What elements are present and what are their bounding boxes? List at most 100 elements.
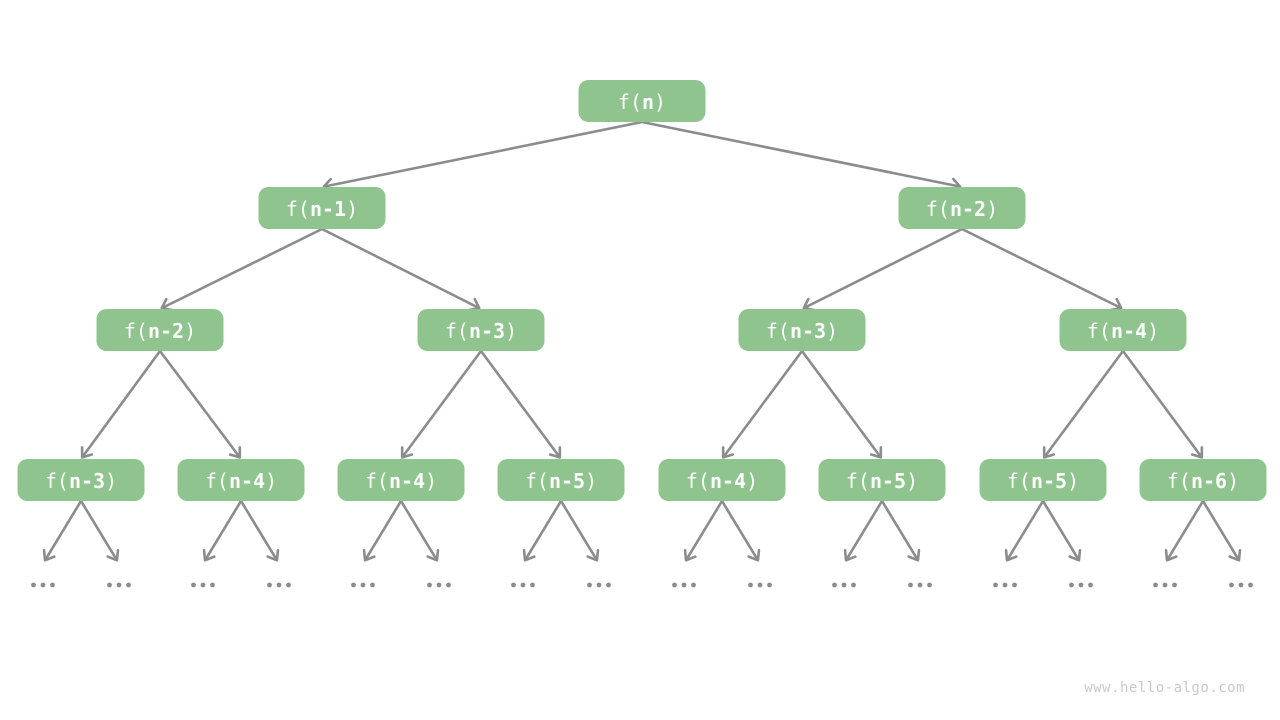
tree-edge-arrow <box>42 500 83 562</box>
ellipsis-dot <box>587 582 592 588</box>
tree-node-label: f(n-5) <box>846 469 918 493</box>
ellipsis-dot <box>681 582 687 588</box>
ellipsis <box>267 582 291 588</box>
ellipsis <box>832 582 856 588</box>
tree-node: f(n-3) <box>417 309 545 351</box>
tree-node-box <box>258 187 386 229</box>
ellipsis-dot <box>520 582 526 588</box>
tree-node: f(n-4) <box>658 459 786 501</box>
tree-edge-arrow <box>239 500 280 562</box>
ellipsis-dot <box>427 582 432 588</box>
tree-node-label: f(n) <box>618 90 666 114</box>
ellipsis-dot <box>1162 582 1168 588</box>
ellipsis-dot <box>50 582 55 588</box>
tree-edge-arrow <box>559 500 600 562</box>
ellipsis-dot <box>191 582 196 588</box>
ellipsis-dot <box>210 582 215 588</box>
tree-node: f(n-5) <box>497 459 625 501</box>
tree-edge-arrow <box>1121 350 1204 459</box>
ellipsis <box>191 582 215 588</box>
tree-edge-arrow <box>720 500 761 562</box>
tree-edge-arrow <box>1042 350 1125 459</box>
ellipsis-dot <box>530 582 535 588</box>
tree-node-box <box>818 459 946 501</box>
ellipsis <box>511 582 535 588</box>
tree-node-box <box>1059 309 1187 351</box>
tree-node-label: f(n-4) <box>686 469 758 493</box>
ellipsis-dot <box>40 582 46 588</box>
ellipsis-dot <box>511 582 516 588</box>
ellipsis-dot <box>351 582 356 588</box>
tree-node-label: f(n-3) <box>45 469 117 493</box>
tree-node: f(n-3) <box>738 309 866 351</box>
ellipsis-dot <box>691 582 696 588</box>
ellipsis-dot <box>1088 582 1093 588</box>
ellipsis-dot <box>917 582 923 588</box>
tree-node-box <box>337 459 465 501</box>
tree-edge-arrow <box>843 500 884 562</box>
tree-edge-arrow <box>683 500 724 562</box>
tree-edge-arrow <box>202 500 243 562</box>
tree-edge-arrow <box>479 350 562 459</box>
tree-edge-arrow <box>79 500 120 562</box>
tree-edge-arrow <box>399 500 440 562</box>
ellipsis-dot <box>370 582 375 588</box>
tree-node: f(n-2) <box>96 309 224 351</box>
ellipsis-dot <box>1172 582 1177 588</box>
ellipsis <box>587 582 611 588</box>
tree-node-box <box>417 309 545 351</box>
ellipsis-dot <box>276 582 282 588</box>
tree-node-label: f(n-2) <box>926 197 998 221</box>
tree-edge-arrow <box>800 350 883 459</box>
ellipsis <box>748 582 772 588</box>
tree-edge-arrow <box>880 500 921 562</box>
tree-node-label: f(n-3) <box>766 319 838 343</box>
tree-node-label: f(n-4) <box>1087 319 1159 343</box>
tree-edge-arrow <box>158 350 242 459</box>
ellipsis-dot <box>360 582 366 588</box>
ellipsis-dot <box>267 582 272 588</box>
ellipsis-dot <box>767 582 772 588</box>
ellipsis-dot <box>126 582 131 588</box>
ellipsis-dot <box>748 582 753 588</box>
tree-edge-arrow <box>721 350 804 459</box>
ellipsis <box>351 582 375 588</box>
tree-node-box <box>96 309 224 351</box>
tree-node-label: f(n-5) <box>525 469 597 493</box>
ellipsis-dot <box>107 582 112 588</box>
ellipsis-dot <box>757 582 763 588</box>
ellipsis-dot <box>1229 582 1234 588</box>
tree-node-box <box>898 187 1026 229</box>
ellipsis <box>908 582 932 588</box>
ellipsis <box>31 582 55 588</box>
ellipsis-dot <box>672 582 677 588</box>
tree-node-label: f(n-5) <box>1007 469 1079 493</box>
tree-node: f(n-5) <box>979 459 1107 501</box>
tree-edge-arrow <box>160 227 323 312</box>
tree-node: f(n-4) <box>337 459 465 501</box>
tree-edge-arrow <box>80 350 162 459</box>
tree-node-box <box>497 459 625 501</box>
ellipsis-dot <box>1012 582 1017 588</box>
tree-edge-arrow <box>362 500 403 562</box>
tree-node: f(n-6) <box>1139 459 1267 501</box>
tree-node: f(n) <box>578 80 706 122</box>
ellipsis-dot <box>596 582 602 588</box>
tree-edge-arrow <box>1164 500 1205 562</box>
ellipsis-dot <box>116 582 122 588</box>
ellipsis <box>427 582 451 588</box>
ellipsis <box>672 582 696 588</box>
tree-node: f(n-5) <box>818 459 946 501</box>
ellipsis-dot <box>1153 582 1158 588</box>
ellipsis <box>1153 582 1177 588</box>
ellipsis-dot <box>200 582 206 588</box>
ellipsis-dot <box>1002 582 1008 588</box>
tree-node-label: f(n-4) <box>365 469 437 493</box>
ellipsis <box>107 582 131 588</box>
tree-node-label: f(n-4) <box>205 469 277 493</box>
ellipsis-dot <box>841 582 847 588</box>
ellipsis-dot <box>31 582 36 588</box>
tree-node-box <box>578 80 706 122</box>
